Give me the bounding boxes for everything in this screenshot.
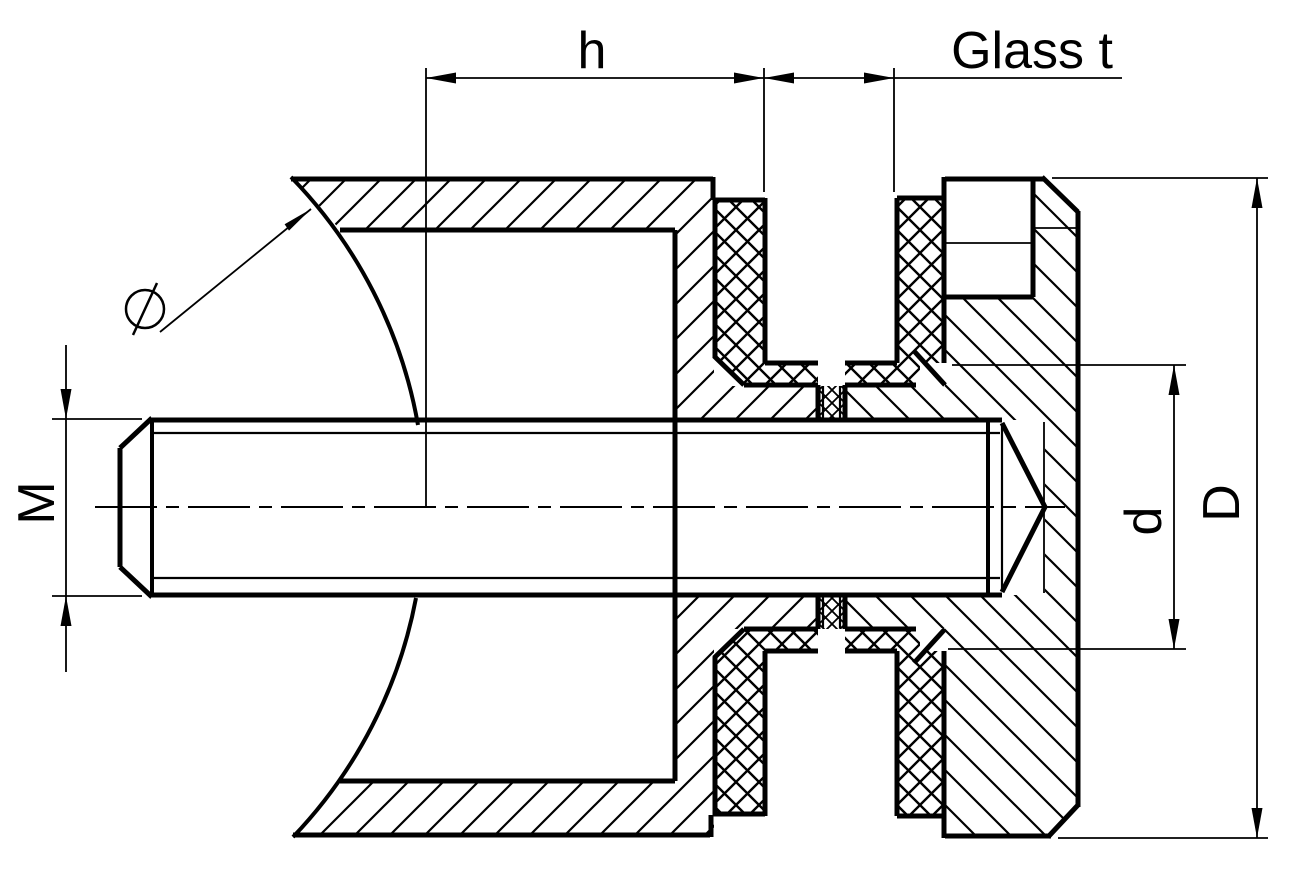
gasket-bottom-left-outline [712,626,818,817]
gasket-top-left [715,198,818,385]
stud-thread-root-lines [152,424,1004,591]
gasket-top-right-outline [845,195,947,388]
gasket-web-channel-edges [815,385,848,629]
post-silhouette-arc-top [289,175,420,426]
dimension-d-arrow-bottom [1168,619,1180,649]
diameter-leader-line [159,208,312,333]
body-top-recess [946,181,1033,297]
adapter-body-outline [941,175,1081,839]
dimension-glass-t: Glass t [764,22,1122,192]
dimension-glass-t-arrow-right [864,72,894,84]
dimension-m-label: M [8,481,66,524]
round-post-wall-section [291,177,714,837]
dimension-m-arrow-bottom [60,596,72,626]
gasket-top-left-outline [712,197,818,388]
dimension-glass-t-label: Glass t [951,22,1113,80]
dimension-d-lines [948,364,1186,650]
adapter-body-lower-arm [845,595,945,628]
diameter-leader-arrow [284,209,311,231]
dimension-h-arrow-right [734,72,764,84]
dimension-h-lines [425,68,765,507]
dimension-d: d [948,364,1186,650]
dimension-glass-t-arrow-left [764,72,794,84]
adapter-body-upper-arm [845,386,945,419]
dimension-outer-d-label: D [1193,484,1251,522]
dimension-h-arrow-left [426,72,456,84]
dimension-outer-d-lines [1052,177,1268,839]
gasket-top-right [845,198,944,385]
gasket-bottom-right-column [897,651,944,816]
dimension-h-label: h [578,22,607,80]
gasket-bottom-right-foot [845,629,920,651]
dimension-m: M [8,345,142,672]
dimension-outer-d: D [1052,177,1268,839]
post-silhouette-arc-bottom [291,597,418,839]
post-bottom-wall [293,781,714,837]
clamp-disc-upper-arm [714,386,818,419]
dimension-outer-d-arrow-bottom [1251,808,1263,838]
gasket-top-right-foot [845,363,920,385]
dimension-h: h [425,22,765,507]
gasket-top-right-column [897,198,944,363]
diameter-callout [124,208,312,336]
diameter-symbol-circle [124,288,166,330]
gasket-web-channel-inner-lines [821,386,842,628]
dimension-d-arrow-top [1168,365,1180,395]
clamp-disc-lower-arm [714,596,818,629]
diameter-symbol-slash [131,282,159,336]
gasket-bottom-right-outline [845,626,947,819]
dimension-d-label: d [1115,507,1173,536]
dimension-outer-d-arrow-top [1251,178,1263,208]
post-top-wall [291,177,713,230]
dimension-m-arrow-top [60,389,72,419]
gasket-bottom-left [715,629,818,816]
gasket-bottom-right [845,629,944,816]
dimension-glass-t-lines [764,68,1122,192]
post-edges [291,176,716,838]
